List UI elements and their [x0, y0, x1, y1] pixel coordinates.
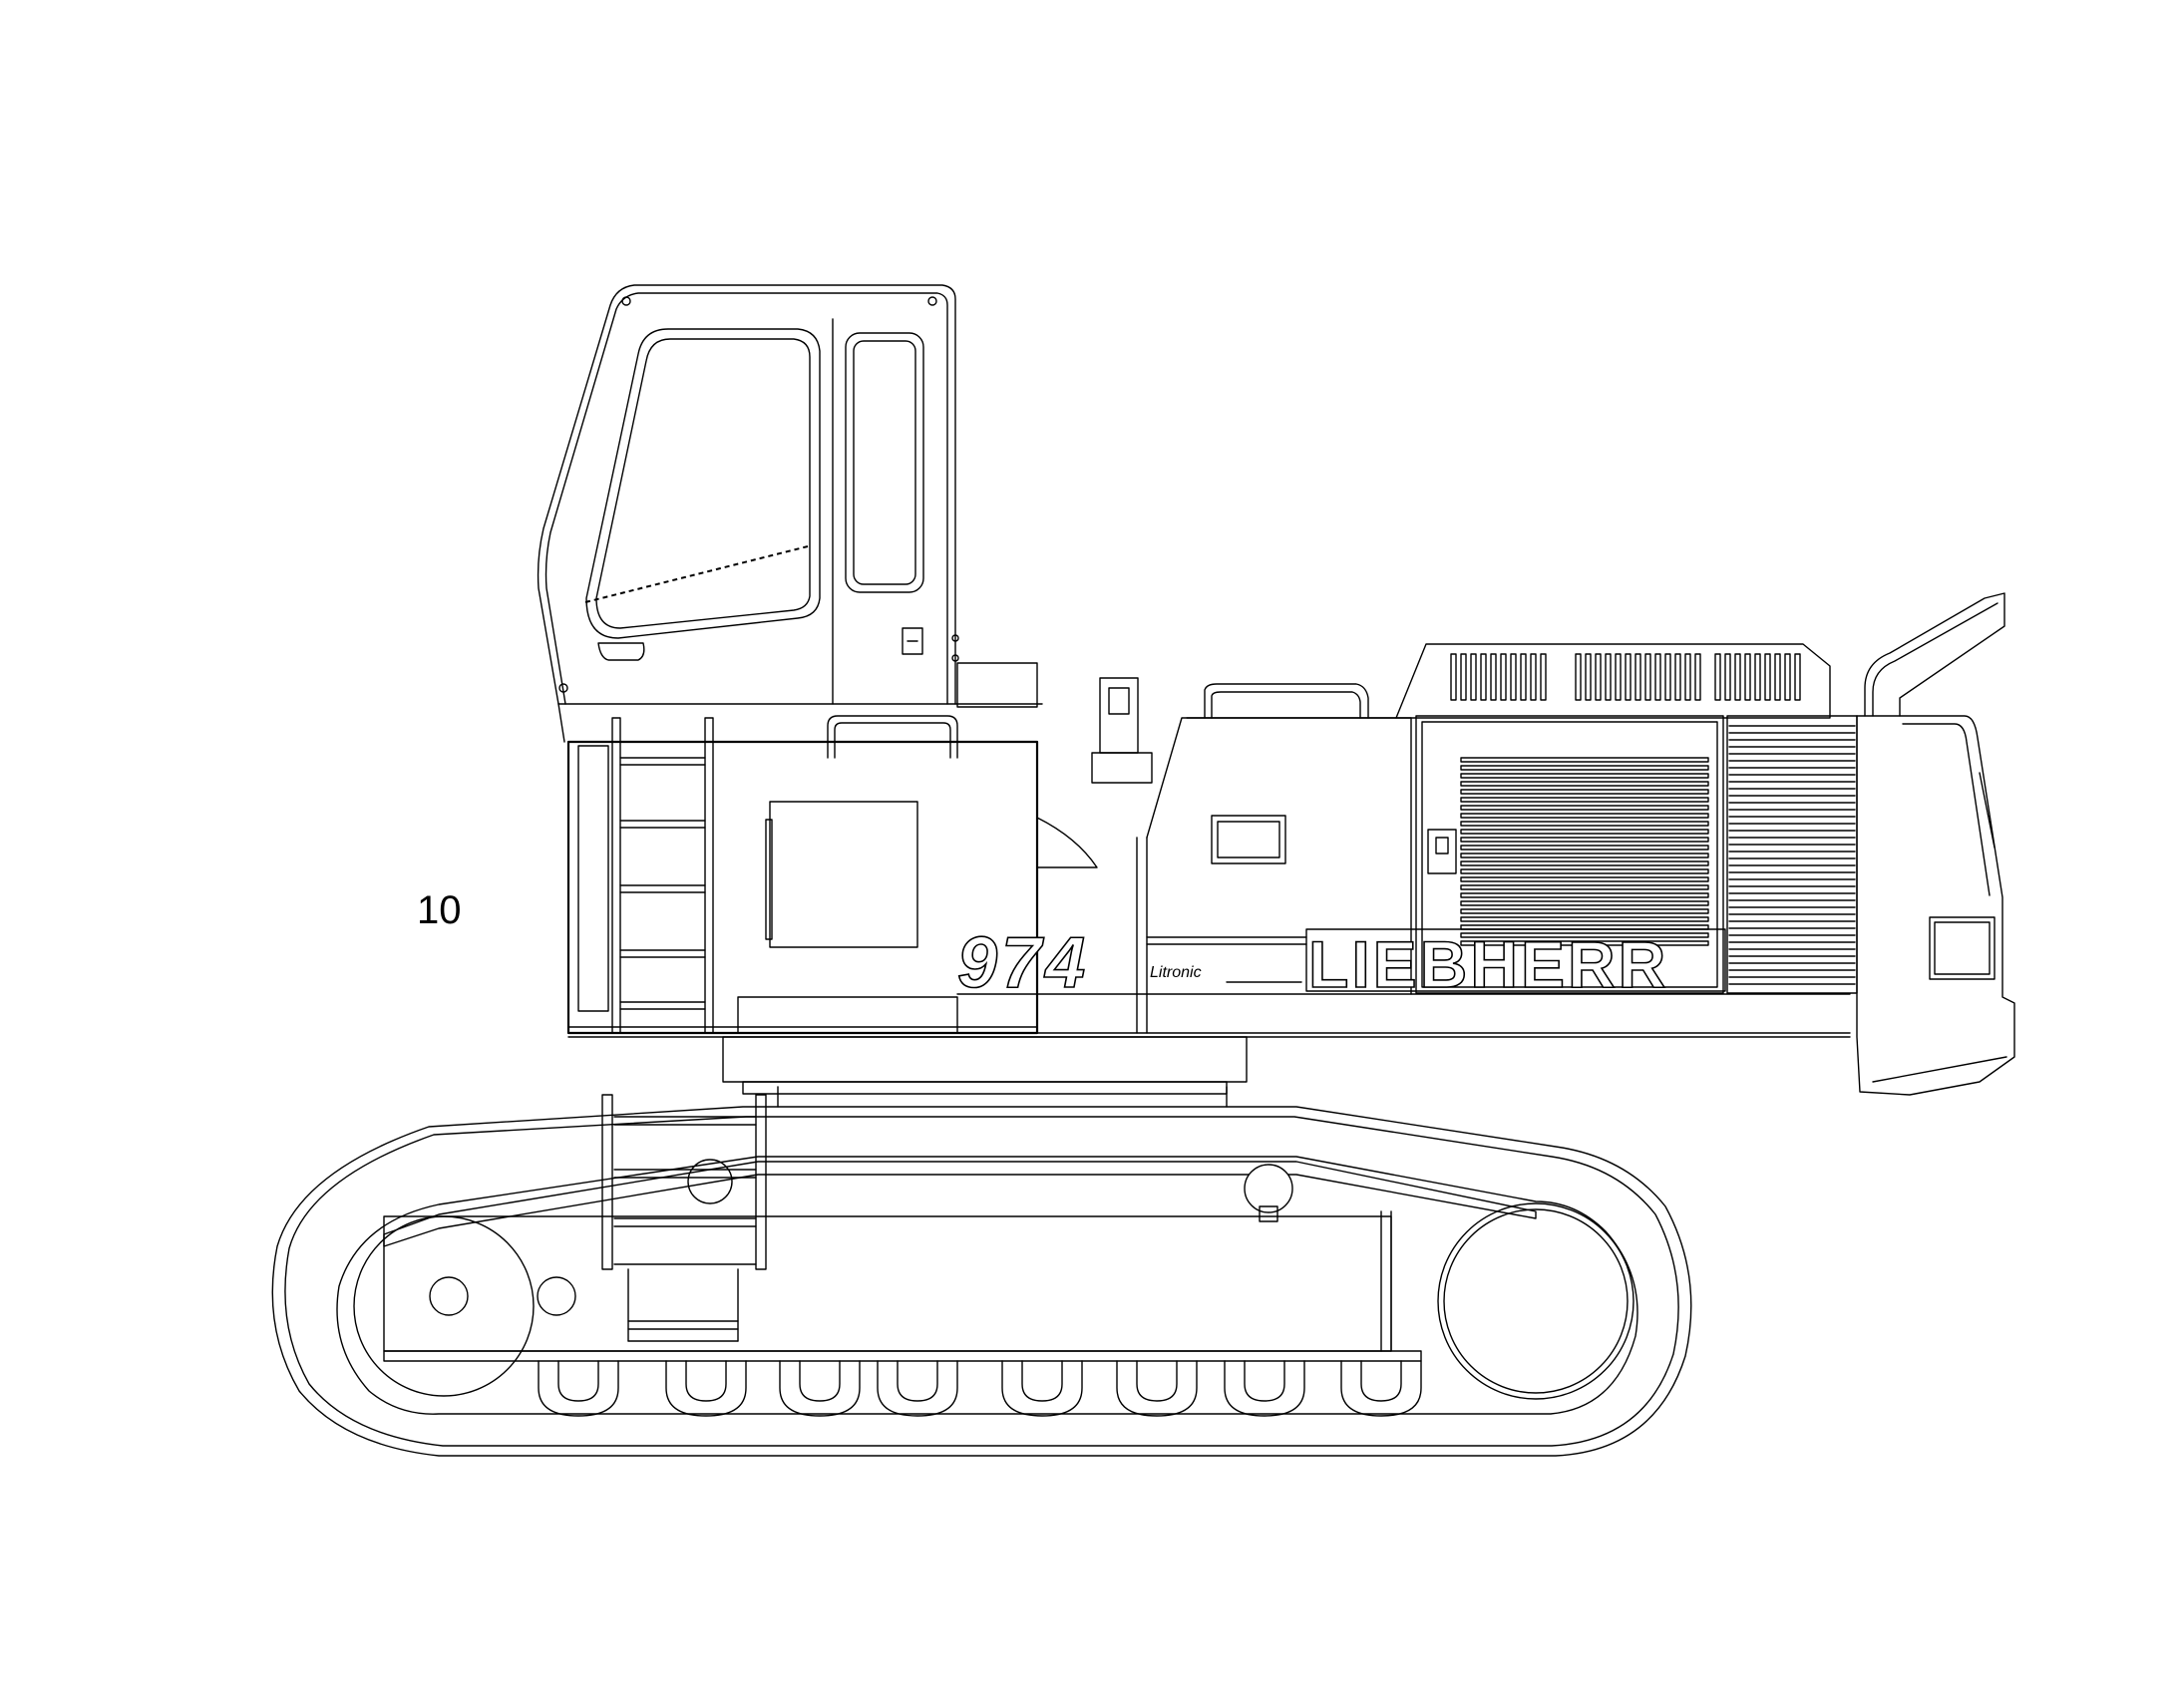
door-vent-slat	[1460, 900, 1709, 906]
hood-vent-slot	[1654, 653, 1661, 701]
hood-vent-slot	[1520, 653, 1527, 701]
cab-base	[557, 662, 1043, 743]
hydraulic-block	[1036, 677, 1153, 868]
radiator-grille	[1726, 715, 1858, 994]
cab-door-handle	[902, 627, 923, 655]
model-badge: 974 Litronic	[956, 922, 1307, 1004]
hood-vent-slot	[1764, 653, 1771, 701]
carrier-rollers	[687, 1159, 1293, 1222]
hood-vent-slot	[1714, 653, 1721, 701]
model-subtitle: Litronic	[1150, 964, 1202, 981]
cab-wiper	[584, 545, 809, 603]
hood-vent-slot	[1774, 653, 1781, 701]
operator-cab	[537, 284, 956, 705]
hood-vent-slot	[1794, 653, 1801, 701]
hood-vent-slot	[1540, 653, 1547, 701]
engine-access-door	[1415, 715, 1724, 994]
hood-vent-slot	[1490, 653, 1497, 701]
hood-vent-slot	[1784, 653, 1791, 701]
cab-front-window	[585, 328, 821, 661]
door-vent-slat	[1460, 781, 1709, 787]
swing-ring	[722, 1036, 1248, 1095]
hood-vent-slot	[1480, 653, 1487, 701]
hood-vent-slot	[1724, 653, 1731, 701]
hood-vent-slot	[1460, 653, 1467, 701]
door-vent-slat	[1460, 916, 1709, 922]
cab-side-window	[845, 332, 924, 593]
left-front-ladder	[611, 717, 714, 1034]
door-vent-slat	[1460, 829, 1709, 835]
door-vent-slat	[1460, 884, 1709, 890]
hood-vent-slot	[1615, 653, 1622, 701]
exhaust-stack	[1864, 592, 2005, 717]
hood-vent-slot	[1625, 653, 1632, 701]
door-vent-slat	[1460, 860, 1709, 866]
door-vent-slat	[1460, 789, 1709, 795]
engine-hood	[1395, 643, 1831, 719]
door-vent-slat	[1460, 940, 1709, 946]
hood-vent-slot	[1734, 653, 1741, 701]
door-vent-slat	[1460, 876, 1709, 882]
model-number: 974	[957, 923, 1089, 1003]
door-vent-slat	[1460, 765, 1709, 771]
lower-panel	[737, 996, 958, 1034]
door-vent-slat	[1460, 932, 1709, 938]
hood-vent-slot	[1530, 653, 1537, 701]
door-vent-slat	[1460, 837, 1709, 843]
door-vent-slat	[1460, 868, 1709, 874]
hood-vent-slot	[1635, 653, 1641, 701]
track-assembly	[271, 1106, 1692, 1457]
callout-number: 10	[417, 888, 462, 932]
front-idler-wheel	[1437, 1202, 1635, 1400]
track-rollers	[538, 1360, 1422, 1417]
hood-vent-slot	[1754, 653, 1761, 701]
hood-vent-slot	[1644, 653, 1651, 701]
cab-mounting-bolts	[558, 296, 959, 693]
hood-vent-slot	[1575, 653, 1582, 701]
door-vent-slat	[1460, 908, 1709, 914]
counterweight	[1856, 715, 2015, 1096]
door-vent-slat	[1460, 813, 1709, 819]
hood-vent-grilles	[1450, 653, 1801, 701]
frame-holes	[429, 1276, 576, 1316]
hood-vent-slot	[1450, 653, 1457, 701]
hood-vent-slot	[1510, 653, 1517, 701]
door-vent-slat	[1460, 845, 1709, 851]
brand-logo: LIEBHERR	[1305, 926, 1726, 1002]
hood-vent-slot	[1664, 653, 1671, 701]
door-vent-slat	[1460, 757, 1709, 763]
hood-vent-slot	[1595, 653, 1602, 701]
grab-handle	[827, 715, 958, 759]
hood-vent-slot	[1585, 653, 1592, 701]
hood-vent-slot	[1500, 653, 1507, 701]
door-vent-grille	[1460, 757, 1709, 946]
door-vent-slat	[1460, 773, 1709, 779]
main-side-panel	[1146, 717, 1412, 995]
hood-vent-slot	[1605, 653, 1612, 701]
sprocket-wheel	[353, 1215, 535, 1397]
door-vent-slat	[1460, 797, 1709, 803]
hood-vent-slot	[1744, 653, 1751, 701]
door-vent-slat	[1460, 892, 1709, 898]
door-vent-slat	[1460, 805, 1709, 811]
door-vent-slat	[1460, 853, 1709, 858]
undercarriage-ladder	[601, 1094, 767, 1342]
track-frame	[383, 1086, 1537, 1362]
brand-name: LIEBHERR	[1308, 927, 1668, 1001]
top-handrail	[1186, 683, 1397, 719]
access-hatch	[765, 801, 918, 948]
hood-vent-slot	[1684, 653, 1691, 701]
hood-vent-slot	[1470, 653, 1477, 701]
radiator-slats	[1728, 725, 1856, 985]
door-vent-slat	[1460, 821, 1709, 827]
hood-vent-slot	[1674, 653, 1681, 701]
hood-vent-slot	[1694, 653, 1701, 701]
